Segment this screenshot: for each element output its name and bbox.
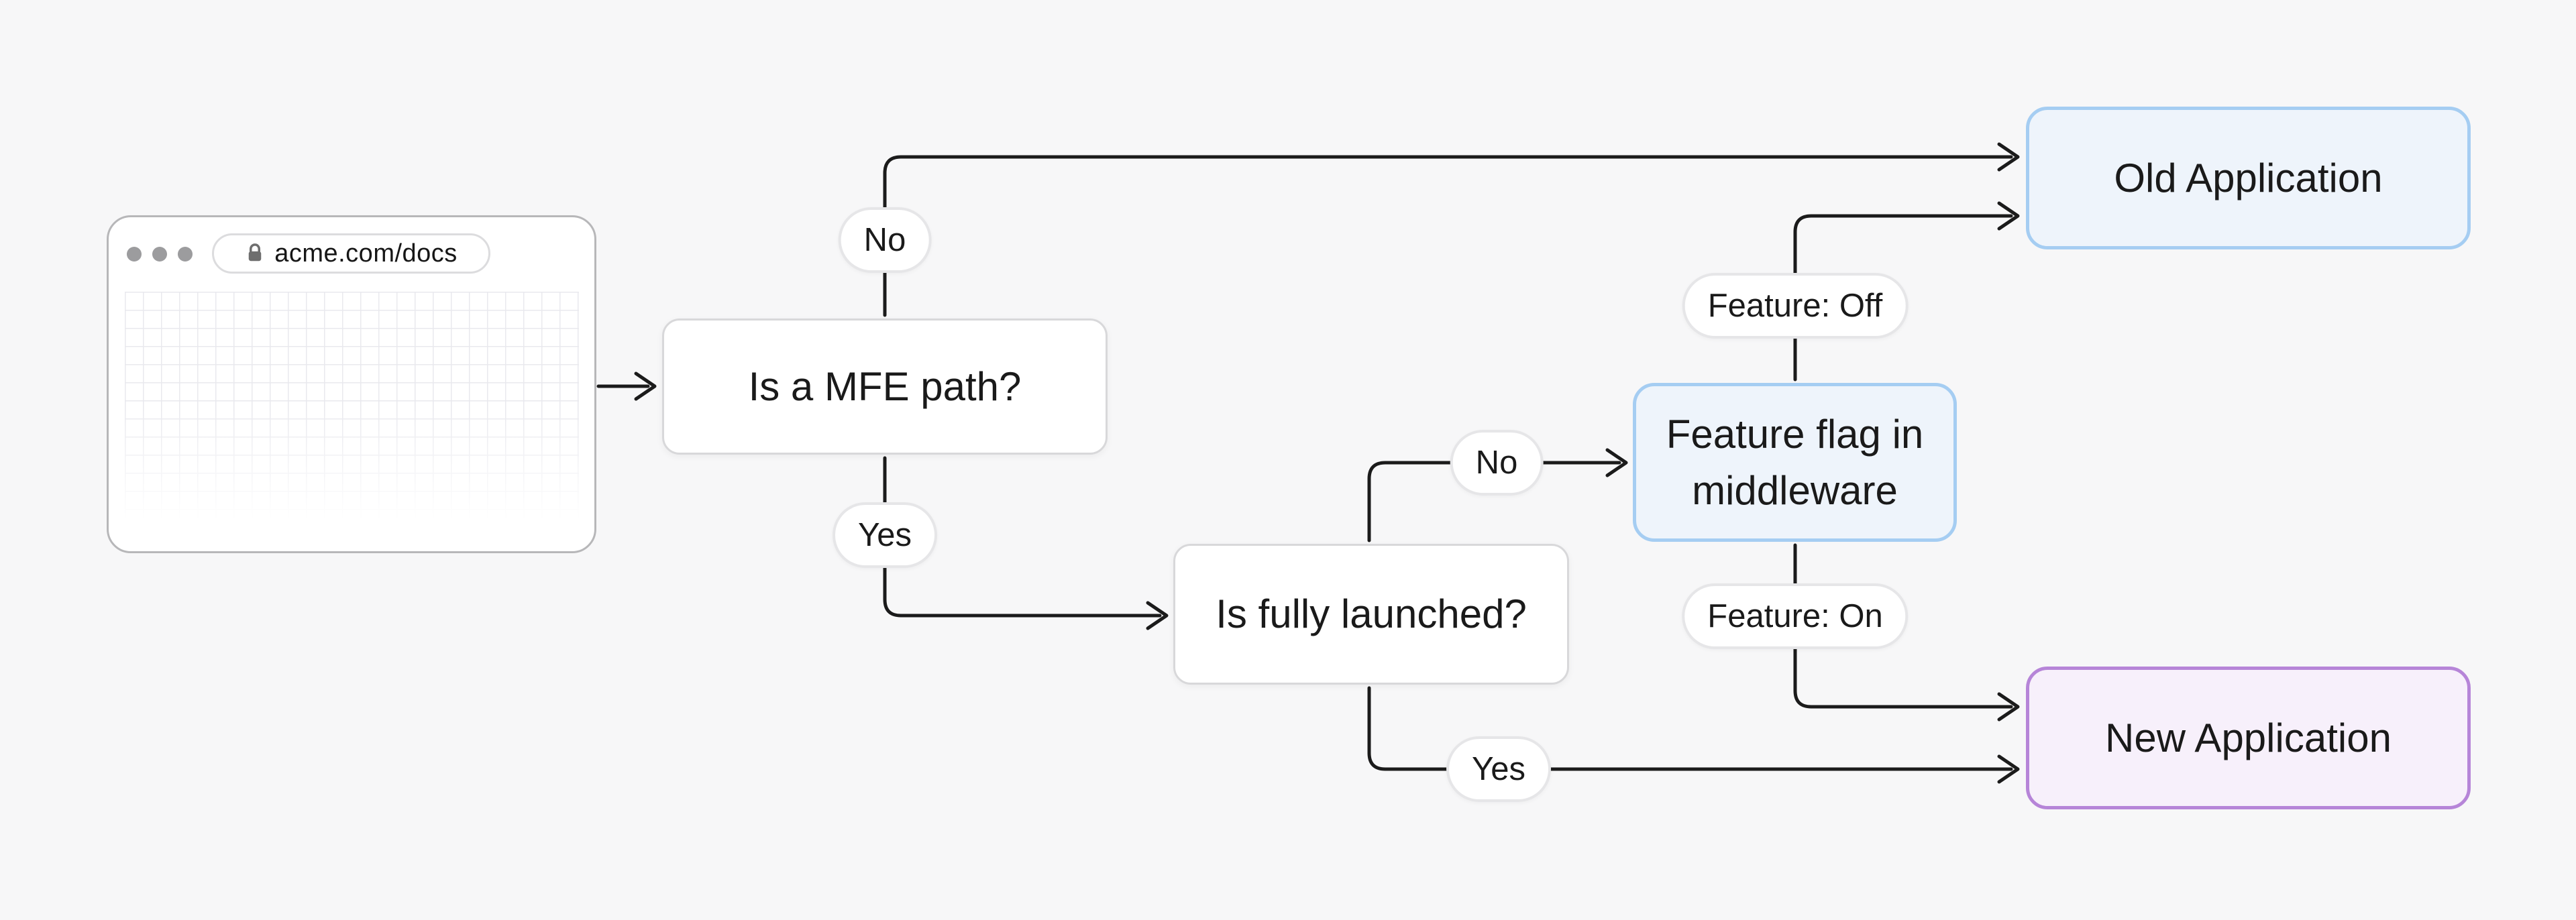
url-text: acme.com/docs [274, 239, 458, 268]
node-is-mfe-path: Is a MFE path? [662, 319, 1108, 455]
node-label: Old Application [2114, 155, 2383, 200]
grid-fade-overlay [125, 292, 579, 525]
arrowhead-mfe-no-to-old [1997, 142, 2020, 172]
arrowhead-feature-on-to-new [1997, 692, 2020, 722]
node-is-fully-launched: Is fully launched? [1173, 544, 1569, 685]
arrowhead-launched-yes-to-new [1997, 754, 2020, 784]
node-label: New Application [2105, 715, 2392, 760]
edge-label-launched-yes: Yes [1446, 736, 1551, 802]
arrowhead-browser-to-mfe [634, 371, 657, 401]
lock-icon [248, 243, 262, 262]
edge-launched-yes-to-new [1367, 686, 2013, 771]
node-feature-flag-middleware: Feature flag in middleware [1633, 383, 1957, 542]
window-controls [127, 247, 193, 262]
node-label: Feature flag in middleware [1666, 411, 1924, 513]
edge-label-launched-no: No [1450, 430, 1544, 496]
edge-label-mfe-no: No [838, 207, 932, 273]
arrowhead-launched-no-to-feature [1605, 448, 1628, 477]
page-content-grid [125, 292, 579, 525]
node-label: Is a MFE path? [748, 363, 1022, 409]
edge-mfe-no-to-old [883, 155, 2013, 317]
window-dot-icon [152, 247, 167, 262]
url-bar: acme.com/docs [212, 233, 490, 274]
edge-feature-off-to-old [1793, 214, 2013, 382]
edge-feature-on-to-new [1793, 543, 2013, 709]
browser-window-mockup: acme.com/docs [107, 215, 596, 553]
window-dot-icon [178, 247, 193, 262]
edge-launched-no-to-feature [1367, 461, 1621, 542]
arrowhead-mfe-yes-to-launched [1146, 601, 1169, 630]
node-old-application: Old Application [2026, 107, 2471, 249]
edge-label-feature-on: Feature: On [1682, 583, 1909, 649]
arrowhead-feature-off-to-old [1997, 201, 2020, 231]
node-label: Is fully launched? [1216, 591, 1527, 636]
edge-label-feature-off: Feature: Off [1682, 273, 1909, 339]
window-dot-icon [127, 247, 142, 262]
node-new-application: New Application [2026, 667, 2471, 809]
edge-label-mfe-yes: Yes [833, 502, 937, 568]
edge-mfe-yes-to-launched [883, 456, 1162, 618]
